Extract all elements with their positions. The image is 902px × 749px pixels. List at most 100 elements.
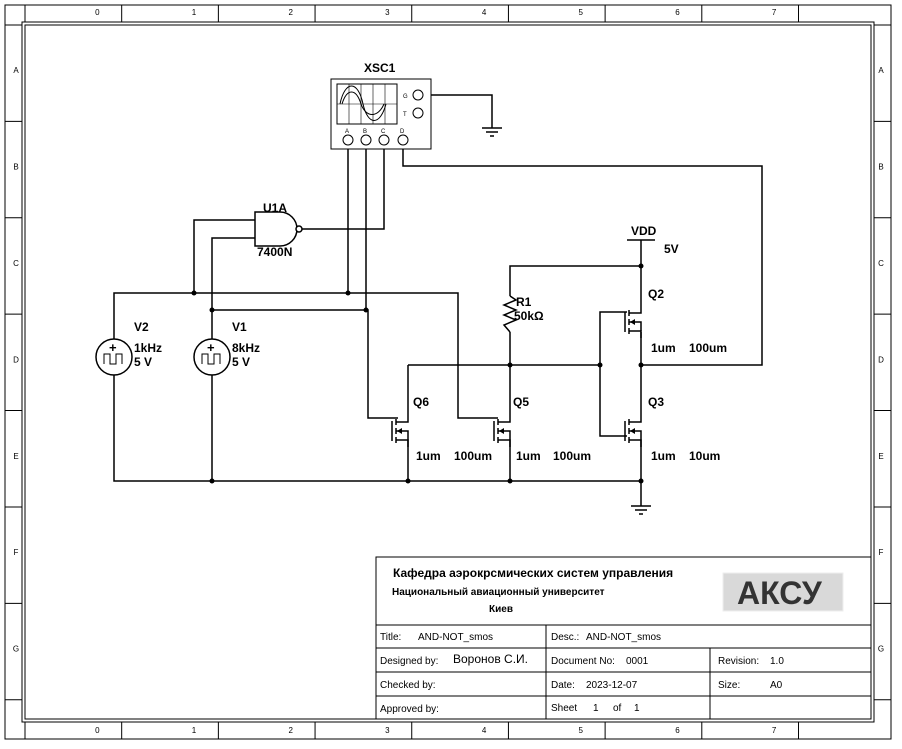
ruler-col-label: 3 — [385, 726, 390, 735]
scope-port-d: D — [400, 129, 405, 135]
ruler-col-label: 2 — [288, 8, 293, 17]
q5-w: 100um — [553, 449, 591, 463]
tb-logo-box — [722, 572, 844, 612]
v2-amp: 5 V — [134, 355, 152, 369]
ground-symbol-scope — [482, 127, 502, 137]
r1-value: 50kΩ — [514, 309, 544, 323]
q6-ref: Q6 — [413, 395, 429, 409]
ruler-row-label: E — [13, 452, 18, 461]
ruler-row-label: A — [13, 66, 19, 75]
ruler-col-label: 2 — [288, 726, 293, 735]
ruler-col-label: 6 — [675, 8, 680, 17]
mosfets — [391, 306, 642, 447]
ruler-row-label: E — [878, 452, 883, 461]
q2-labels: Q2 1um 100um — [648, 287, 727, 355]
scope-port-t: T — [403, 112, 407, 118]
r1-ref: R1 — [516, 295, 532, 309]
ruler-col-label: 7 — [772, 8, 777, 17]
resistor-r1[interactable]: R1 50kΩ — [502, 295, 544, 333]
tb-date-label: Date: — [551, 680, 575, 691]
q5-l: 1um — [516, 449, 541, 463]
svg-text:+: + — [109, 340, 117, 355]
ruler-row-label: D — [13, 355, 19, 364]
oscilloscope-ref: XSC1 — [364, 61, 396, 75]
q2-l: 1um — [651, 341, 676, 355]
q2-ref: Q2 — [648, 287, 664, 301]
tb-desc-value: AND-NOT_smos — [586, 632, 661, 643]
ruler-row-label: G — [13, 645, 19, 654]
mosfet-q3[interactable] — [624, 415, 642, 447]
ruler-col-label: 0 — [95, 8, 100, 17]
scope-port-circles — [342, 89, 424, 146]
ruler-row-label: A — [878, 66, 884, 75]
v2-ref: V2 — [134, 320, 149, 334]
title-block: Кафедра аэрокрсмических систем управлени… — [375, 556, 872, 720]
vdd-ref: VDD — [631, 224, 657, 238]
ruler-col-label: 1 — [192, 726, 197, 735]
gate-ref: U1A — [263, 201, 287, 215]
q5-labels: Q5 1um 100um — [513, 395, 591, 463]
tb-of-label: of — [613, 703, 622, 714]
mosfet-q5[interactable] — [493, 415, 511, 447]
tb-sheet-label: Sheet — [551, 703, 577, 714]
ruler-col-label: 5 — [579, 8, 584, 17]
ruler-row-label: F — [879, 548, 884, 557]
tb-revision-label: Revision: — [718, 656, 759, 667]
ruler-row-label: G — [878, 645, 884, 654]
tb-title-label: Title: — [380, 632, 401, 643]
wires — [113, 94, 763, 506]
oscilloscope[interactable]: XSC1 A B C D G T — [330, 61, 432, 150]
ruler-row-label: B — [878, 163, 883, 172]
tb-of-value: 1 — [634, 703, 640, 714]
tb-size-value: A0 — [770, 680, 783, 691]
v1-amp: 5 V — [232, 355, 250, 369]
tb-docno-label: Document No: — [551, 656, 615, 667]
v2-freq: 1kHz — [134, 341, 162, 355]
ruler-col-label: 3 — [385, 8, 390, 17]
ground-symbol-main — [631, 505, 651, 515]
scope-port-a: A — [345, 129, 349, 135]
ruler-col-label: 1 — [192, 8, 197, 17]
q6-w: 100um — [454, 449, 492, 463]
nand-gate[interactable]: U1A 7400N — [254, 201, 303, 259]
ruler-row-label: B — [13, 163, 18, 172]
tb-city: Киев — [489, 604, 513, 615]
svg-text:+: + — [207, 340, 215, 355]
gate-part: 7400N — [257, 245, 292, 259]
tb-logo: АКСУ — [737, 575, 823, 611]
scope-port-b: B — [363, 129, 367, 135]
tb-sheet-value: 1 — [593, 703, 599, 714]
tb-university: Национальный авиационный университет — [392, 587, 605, 598]
tb-title-value: AND-NOT_smos — [418, 632, 493, 643]
tb-revision-value: 1.0 — [770, 656, 784, 667]
tb-designed-value: Воронов С.И. — [453, 652, 528, 666]
q6-l: 1um — [416, 449, 441, 463]
ruler-col-label: 6 — [675, 726, 680, 735]
junction-dots — [191, 263, 644, 484]
tb-checked-label: Checked by: — [380, 680, 436, 691]
q3-w: 10um — [689, 449, 720, 463]
vdd-value: 5V — [664, 242, 679, 256]
ruler-row-label: C — [878, 259, 884, 268]
tb-size-label: Size: — [718, 680, 740, 691]
q3-ref: Q3 — [648, 395, 664, 409]
mosfet-q6[interactable] — [391, 415, 409, 447]
ruler-left: A B C D E F G — [5, 24, 22, 701]
q2-w: 100um — [689, 341, 727, 355]
ruler-row-label: F — [14, 548, 19, 557]
clock-source-v2[interactable]: + V2 1kHz 5 V — [95, 320, 162, 376]
vdd-supply[interactable]: VDD 5V — [627, 224, 679, 256]
q5-ref: Q5 — [513, 395, 529, 409]
ruler-col-label: 7 — [772, 726, 777, 735]
scope-port-g: G — [403, 94, 408, 100]
tb-approved-label: Approved by: — [380, 704, 439, 715]
clock-source-v1[interactable]: + V1 8kHz 5 V — [193, 320, 260, 376]
ruler-row-label: C — [13, 259, 19, 268]
v1-freq: 8kHz — [232, 341, 260, 355]
mosfet-q2[interactable] — [624, 306, 642, 338]
v1-ref: V1 — [232, 320, 247, 334]
